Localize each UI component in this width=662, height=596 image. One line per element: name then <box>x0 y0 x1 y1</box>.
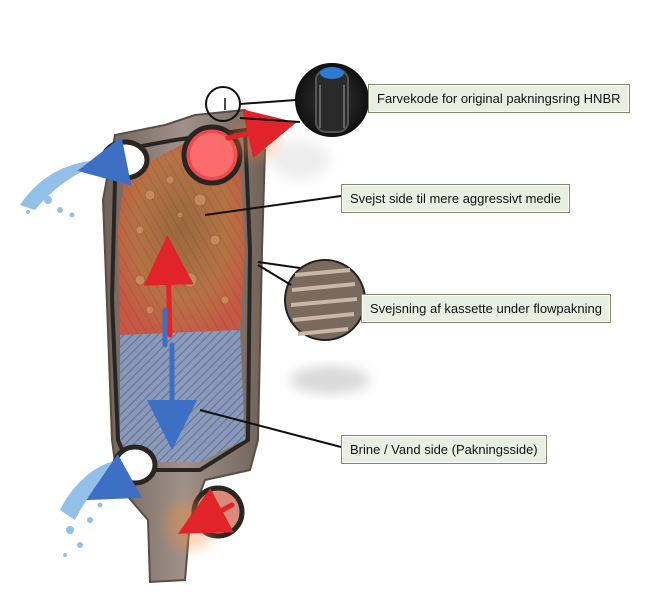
gasket-ribs <box>319 85 345 128</box>
port-bottom-left <box>112 444 158 486</box>
shadow <box>270 140 330 180</box>
callout-cassette-weld: Svejsning af kassette under flowpakning <box>361 294 611 323</box>
water-splash-icon <box>20 160 105 218</box>
callout-welded-side: Svejst side til mere aggressivt medie <box>341 184 570 213</box>
blue-color-code <box>320 67 344 79</box>
leader-lines <box>199 99 366 448</box>
shadow <box>290 366 370 394</box>
arrow-icon <box>77 109 297 534</box>
water-splash-icon <box>60 458 130 557</box>
hot-glow <box>165 500 215 550</box>
callout-brine-side: Brine / Vand side (Pakningsside) <box>341 435 547 464</box>
brine-side-zone <box>120 330 245 462</box>
callout-color-code: Farvekode for original pakningsring HNBR <box>368 84 630 113</box>
port-top-left <box>100 139 150 181</box>
weld-ribs <box>290 268 358 336</box>
port-glow <box>190 133 234 177</box>
